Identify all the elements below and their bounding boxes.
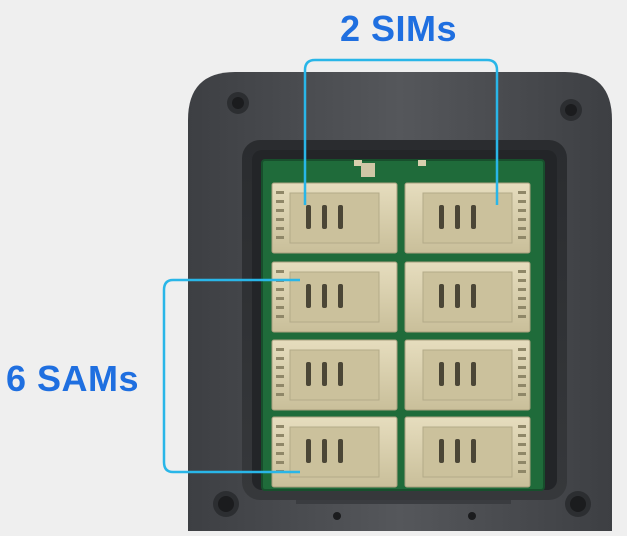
card-slot <box>404 339 531 411</box>
card-slot <box>404 416 531 488</box>
screw-icon <box>565 491 591 517</box>
card-slot <box>271 416 398 488</box>
card-slot <box>271 182 398 254</box>
card-slot <box>404 261 531 333</box>
screw-icon <box>227 92 249 114</box>
card-slot <box>271 261 398 333</box>
screw-icon <box>560 99 582 121</box>
sams-callout-bracket <box>162 278 300 474</box>
sims-label: 2 SIMs <box>340 8 458 49</box>
sims-callout-bracket <box>303 58 499 205</box>
card-slot <box>271 339 398 411</box>
card-slot <box>404 182 531 254</box>
sams-label: 6 SAMs <box>6 358 140 399</box>
screw-icon <box>213 491 239 517</box>
